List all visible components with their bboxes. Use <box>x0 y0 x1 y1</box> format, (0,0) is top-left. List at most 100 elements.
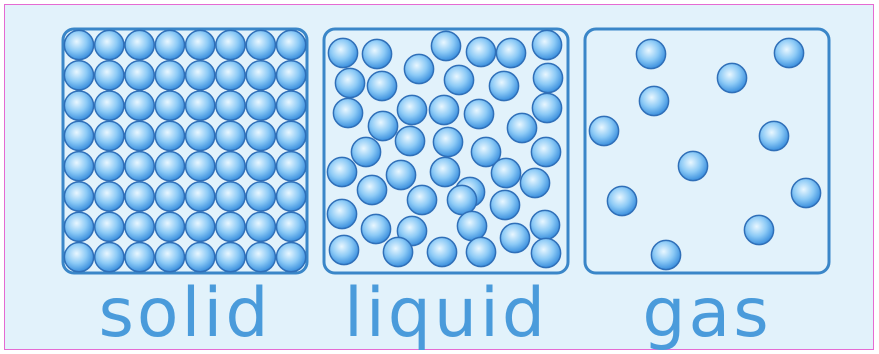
solid-particle <box>125 61 154 90</box>
solid-particle <box>216 182 245 211</box>
solid-particle <box>186 61 215 90</box>
liquid-particle <box>531 137 560 166</box>
solid-particle <box>125 243 154 272</box>
solid-particle <box>277 212 306 241</box>
solid-particle <box>155 182 184 211</box>
solid-particle <box>246 243 275 272</box>
solid-particle <box>216 121 245 150</box>
gas-particle <box>759 121 788 150</box>
solid-particle <box>277 182 306 211</box>
liquid-particle <box>327 157 356 186</box>
liquid-particle <box>328 38 357 67</box>
liquid-particle <box>532 30 561 59</box>
liquid-particle <box>531 238 560 267</box>
liquid-particle <box>361 214 390 243</box>
liquid-particle <box>466 37 495 66</box>
solid-particle <box>155 152 184 181</box>
solid-particle <box>186 182 215 211</box>
solid-particle <box>155 61 184 90</box>
liquid-particle <box>427 237 456 266</box>
liquid-particle <box>500 223 529 252</box>
liquid-particle <box>457 211 486 240</box>
gas-particle <box>744 215 773 244</box>
solid-particle <box>277 91 306 120</box>
gas-particle <box>636 39 665 68</box>
gas-particle <box>607 186 636 215</box>
solid-particle <box>95 30 124 59</box>
solid-particle <box>186 30 215 59</box>
liquid-particle <box>431 31 460 60</box>
solid-particle <box>64 121 93 150</box>
gas-particle <box>774 38 803 67</box>
solid-particle <box>125 212 154 241</box>
solid-particle <box>186 152 215 181</box>
solid-particle <box>155 212 184 241</box>
solid-particle <box>125 121 154 150</box>
gas-particle <box>651 240 680 269</box>
liquid-particle <box>367 71 396 100</box>
solid-particle <box>246 121 275 150</box>
solid-particle <box>125 152 154 181</box>
solid-particle <box>155 243 184 272</box>
solid-particle <box>277 243 306 272</box>
liquid-particle <box>333 98 362 127</box>
solid-particle <box>95 243 124 272</box>
liquid-particle <box>430 157 459 186</box>
liquid-particle <box>464 99 493 128</box>
gas-particle <box>589 116 618 145</box>
liquid-particle <box>362 39 391 68</box>
solid-particle <box>216 30 245 59</box>
solid-particle <box>246 61 275 90</box>
liquid-particle <box>327 199 356 228</box>
solid-particle <box>186 121 215 150</box>
solid-particle <box>155 91 184 120</box>
solid-label: solid <box>63 277 307 351</box>
solid-particle <box>125 182 154 211</box>
liquid-panel <box>324 29 568 273</box>
solid-particle <box>95 61 124 90</box>
solid-particle <box>186 91 215 120</box>
solid-particle <box>64 182 93 211</box>
gas-particle <box>791 178 820 207</box>
solid-particle <box>64 30 93 59</box>
solid-particle <box>216 243 245 272</box>
liquid-particle <box>444 65 473 94</box>
liquid-particle <box>490 190 519 219</box>
liquid-particle <box>533 63 562 92</box>
solid-particle <box>95 91 124 120</box>
solid-particle <box>64 91 93 120</box>
liquid-particle <box>407 185 436 214</box>
solid-particle <box>246 212 275 241</box>
liquid-label: liquid <box>324 277 568 351</box>
solid-panel <box>63 29 307 273</box>
solid-particle <box>277 30 306 59</box>
liquid-particle <box>530 210 559 239</box>
solid-particle <box>155 121 184 150</box>
solid-particle <box>95 121 124 150</box>
liquid-particle <box>386 160 415 189</box>
liquid-particle <box>466 237 495 266</box>
solid-particle <box>277 121 306 150</box>
solid-particle <box>155 30 184 59</box>
liquid-particle <box>507 113 536 142</box>
solid-particle <box>216 61 245 90</box>
solid-particle <box>125 91 154 120</box>
solid-particle <box>64 212 93 241</box>
solid-particle <box>64 152 93 181</box>
solid-particle <box>95 182 124 211</box>
liquid-particle <box>395 126 424 155</box>
liquid-particle <box>335 68 364 97</box>
liquid-particle <box>429 95 458 124</box>
gas-particle <box>717 63 746 92</box>
solid-particle <box>125 30 154 59</box>
solid-particle <box>246 182 275 211</box>
gas-label: gas <box>585 277 829 351</box>
solid-particle <box>246 152 275 181</box>
liquid-particle <box>447 185 476 214</box>
liquid-particle <box>329 235 358 264</box>
solid-particle <box>216 91 245 120</box>
liquid-particle <box>357 175 386 204</box>
solid-particle <box>246 30 275 59</box>
solid-particle <box>216 152 245 181</box>
liquid-particle <box>491 158 520 187</box>
